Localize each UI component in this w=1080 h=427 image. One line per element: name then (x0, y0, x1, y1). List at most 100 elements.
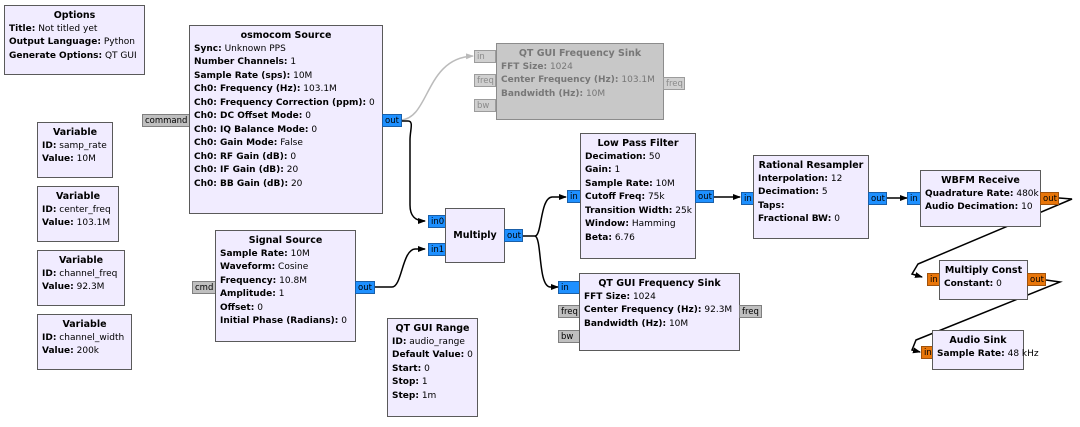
block-title: Audio Sink (949, 335, 1007, 346)
param-label: Window: (585, 219, 629, 229)
param-value: 0 (311, 124, 318, 135)
block-param: Value: 200k (42, 345, 127, 359)
param-label: Value: (42, 218, 74, 228)
multiply-block[interactable]: Multiply (445, 208, 505, 263)
port-out[interactable]: out (355, 281, 375, 294)
wire-osmocom-to-disabled-sink[interactable] (400, 53, 474, 121)
param-label: Ch0: IQ Balance Mode: (194, 124, 309, 135)
param-value: Not titled yet (38, 23, 98, 34)
param-label: Value: (42, 346, 74, 356)
block-param: ID: channel_width (42, 332, 127, 346)
param-value: 10M (585, 88, 606, 99)
param-value: 1024 (549, 61, 573, 72)
port-freq-in[interactable]: freq (474, 74, 496, 87)
port-out[interactable]: out (868, 192, 887, 205)
block-title: QT GUI Frequency Sink (518, 48, 642, 59)
port-bw[interactable]: bw (558, 330, 580, 343)
param-label: ID: (392, 336, 407, 347)
param-value: 75k (647, 192, 665, 202)
port-in0[interactable]: in0 (428, 215, 446, 228)
block-title: QT GUI Frequency Sink (598, 278, 721, 289)
param-label: Stop: (392, 377, 420, 387)
param-label: Amplitude: (220, 289, 276, 299)
param-label: Initial Phase (Radians): (220, 316, 339, 326)
block-param: Offset: 0 (220, 302, 351, 316)
param-value: 0 (424, 363, 430, 374)
block-param: Waveform: Cosine (220, 261, 351, 275)
wire-multconst-to-audiosink[interactable] (910, 279, 1063, 354)
param-value: 0 (467, 350, 473, 360)
port-out[interactable]: out (695, 190, 714, 203)
param-value: 103.1M (76, 218, 111, 228)
wire-multiply-to-freqsink[interactable] (534, 235, 559, 290)
param-label: Frequency: (220, 275, 277, 286)
param-label: Bandwidth (Hz): (584, 318, 667, 329)
multiply-const-block[interactable]: Multiply Const Constant: 0 (939, 260, 1028, 300)
port-out[interactable]: out (382, 114, 402, 127)
block-param: Ch0: RF Gain (dB): 0 (194, 151, 378, 165)
port-command[interactable]: command (142, 114, 190, 127)
block-param: Title: Not titled yet (9, 23, 140, 37)
port-in[interactable]: in (474, 50, 496, 63)
port-in[interactable]: in (558, 281, 580, 294)
block-title: Variable (52, 127, 98, 138)
block-param: Center Frequency (Hz): 103.1M (501, 74, 659, 88)
wire-signal-to-multiply-in1[interactable] (375, 246, 426, 288)
param-value: 10M (290, 248, 310, 259)
param-label: Transition Width: (585, 205, 673, 216)
audio-sink-block[interactable]: Audio Sink Sample Rate: 48 kHz (932, 330, 1039, 370)
port-freq-out[interactable]: freq (739, 305, 762, 318)
param-label: Taps: (758, 200, 785, 211)
param-label: Ch0: DC Offset Mode: (194, 111, 303, 121)
port-in[interactable]: in (567, 190, 581, 203)
block-param: Ch0: DC Offset Mode: 0 (194, 110, 378, 124)
block-param: Decimation: 50 (585, 151, 691, 165)
port-cmd[interactable]: cmd (192, 281, 216, 294)
param-label: Fractional BW: (758, 214, 832, 224)
port-out[interactable]: out (504, 229, 523, 242)
port-out[interactable]: out (1040, 192, 1059, 205)
param-label: Default Value: (392, 350, 465, 360)
block-param: Quadrature Rate: 480k (925, 188, 1039, 202)
block-param: FFT Size: 1024 (501, 61, 659, 75)
block-param: Taps: (758, 200, 864, 214)
wire-wbfm-to-multconst[interactable] (910, 197, 1073, 278)
wire-multiply-to-lpf[interactable] (523, 194, 567, 237)
port-freq-out[interactable]: freq (663, 77, 685, 90)
block-param: Constant: 0 (944, 278, 1023, 292)
block-param: Start: 0 (392, 363, 473, 377)
param-value: 10M (76, 154, 96, 164)
param-label: Ch0: Gain Mode: (194, 138, 278, 148)
block-param: Ch0: Gain Mode: False (194, 137, 378, 151)
param-value: 1 (614, 165, 621, 175)
block-param: ID: channel_freq (42, 268, 120, 282)
port-freq-in[interactable]: freq (558, 305, 580, 318)
port-bw[interactable]: bw (474, 99, 496, 112)
wire-osmocom-to-multiply-in0[interactable] (401, 120, 426, 224)
block-param: Ch0: BB Gain (dB): 20 (194, 178, 378, 192)
param-label: Value: (42, 282, 74, 292)
port-in[interactable]: in (907, 192, 921, 205)
param-value: 0 (290, 151, 297, 162)
port-out[interactable]: out (1027, 273, 1046, 286)
port-in1[interactable]: in1 (428, 243, 446, 256)
param-label: ID: (42, 140, 57, 151)
param-label: Offset: (220, 302, 255, 313)
block-title: Variable (62, 319, 107, 330)
param-value: 103.1M (303, 84, 337, 94)
block-param: Decimation: 5 (758, 186, 864, 200)
block-param: Step: 1m (392, 390, 473, 404)
